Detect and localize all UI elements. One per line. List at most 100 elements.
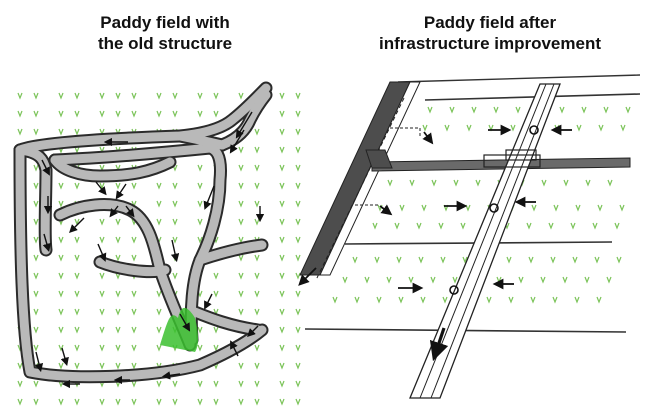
rice-seedling-icon (548, 222, 554, 230)
rice-seedling-icon (74, 326, 80, 334)
rice-seedling-icon (238, 164, 244, 172)
rice-seedling-icon (115, 218, 121, 226)
rice-seedling-icon (431, 179, 437, 187)
rice-seedling-icon (574, 296, 580, 304)
flow-arrow-icon (69, 217, 85, 233)
rice-seedling-icon (172, 398, 178, 406)
rice-seedling-icon (238, 182, 244, 190)
rice-seedling-icon (74, 254, 80, 262)
rice-seedling-icon (238, 308, 244, 316)
rice-seedling-icon (453, 179, 459, 187)
rice-seedling-icon (74, 290, 80, 298)
rice-seedling-icon (17, 380, 23, 388)
rice-seedling-icon (460, 222, 466, 230)
rice-seedling-icon (74, 272, 80, 280)
rice-seedling-icon (471, 106, 477, 114)
rice-seedling-icon (254, 272, 260, 280)
rice-seedling-icon (74, 146, 80, 154)
rice-seedling-icon (295, 128, 301, 136)
rice-seedling-icon (279, 182, 285, 190)
rice-seedling-icon (197, 344, 203, 352)
rice-seedling-icon (99, 308, 105, 316)
rice-seedling-icon (156, 380, 162, 388)
rice-seedling-icon (99, 398, 105, 406)
rice-seedling-icon (172, 380, 178, 388)
rice-seedling-icon (616, 256, 622, 264)
rice-seedling-icon (58, 398, 64, 406)
rice-seedling-icon (279, 92, 285, 100)
rice-seedling-icon (213, 92, 219, 100)
rice-seedling-icon (131, 326, 137, 334)
rice-seedling-icon (58, 362, 64, 370)
weed-patch (160, 307, 199, 352)
rice-seedling-icon (295, 182, 301, 190)
rice-seedling-icon (197, 326, 203, 334)
rice-seedling-icon (238, 398, 244, 406)
rice-seedling-icon (156, 344, 162, 352)
flow-arrow-icon (179, 313, 191, 332)
rice-seedling-icon (254, 182, 260, 190)
rice-seedling-icon (213, 344, 219, 352)
rice-seedling-icon (279, 236, 285, 244)
rice-seedling-icon (438, 222, 444, 230)
rice-seedling-icon (58, 200, 64, 208)
rice-seedling-icon (279, 308, 285, 316)
rice-seedling-icon (33, 200, 39, 208)
rice-seedling-icon (99, 344, 105, 352)
rice-seedling-icon (213, 326, 219, 334)
rice-seedling-icon (541, 179, 547, 187)
rice-seedling-icon (620, 124, 626, 132)
rice-seedling-icon (74, 218, 80, 226)
rice-seedling-icon (475, 179, 481, 187)
rice-seedling-icon (172, 218, 178, 226)
flow-arrow-icon (247, 325, 259, 337)
rice-seedling-icon (197, 380, 203, 388)
water-gate-icon (449, 285, 459, 295)
rice-seedling-icon (58, 236, 64, 244)
rice-seedling-icon (279, 164, 285, 172)
rice-seedling-icon (74, 344, 80, 352)
rice-seedling-icon (33, 164, 39, 172)
old-structure-title: Paddy field with the old structure (97, 13, 233, 53)
rice-seedling-icon (74, 362, 80, 370)
rice-seedling-icon (559, 106, 565, 114)
rice-seedling-icon (115, 254, 121, 262)
rice-seedling-icon (295, 218, 301, 226)
rice-seedling-icon (33, 254, 39, 262)
rice-seedling-icon (131, 362, 137, 370)
rice-seedling-icon (17, 362, 23, 370)
rice-seedling-icon (614, 222, 620, 230)
old-canal-network (13, 81, 273, 389)
rice-seedling-icon (354, 296, 360, 304)
rice-seedling-icon (295, 362, 301, 370)
rice-seedling-icon (254, 128, 260, 136)
rice-seedling-icon (33, 398, 39, 406)
rice-seedling-icon (466, 124, 472, 132)
rice-seedling-icon (496, 276, 502, 284)
rice-seedling-icon (295, 308, 301, 316)
flow-arrow-icon (41, 159, 50, 176)
rice-seedling-icon (197, 164, 203, 172)
rice-seedling-icon (387, 179, 393, 187)
flow-arrow-icon (34, 351, 44, 373)
rice-seedling-icon (408, 276, 414, 284)
rice-seedling-icon (416, 222, 422, 230)
rice-seedling-icon (238, 218, 244, 226)
rice-seedling-icon (238, 236, 244, 244)
rice-seedling-icon (115, 92, 121, 100)
rice-seedling-icon (33, 380, 39, 388)
rice-seedling-icon (540, 276, 546, 284)
rice-seedling-icon (58, 128, 64, 136)
rice-seedling-icon (115, 236, 121, 244)
rice-seedling-icon (156, 110, 162, 118)
rice-seedling-icon (99, 236, 105, 244)
flow-arrow-icon (298, 267, 317, 286)
flow-arrow-icon (97, 243, 107, 262)
rice-seedling-icon (172, 236, 178, 244)
rice-seedling-icon (99, 362, 105, 370)
rice-seedling-icon (420, 296, 426, 304)
flow-arrow-icon (203, 185, 215, 210)
rice-seedling-icon (131, 290, 137, 298)
rice-seedling-icon (421, 204, 427, 212)
rice-seedling-icon (131, 308, 137, 316)
